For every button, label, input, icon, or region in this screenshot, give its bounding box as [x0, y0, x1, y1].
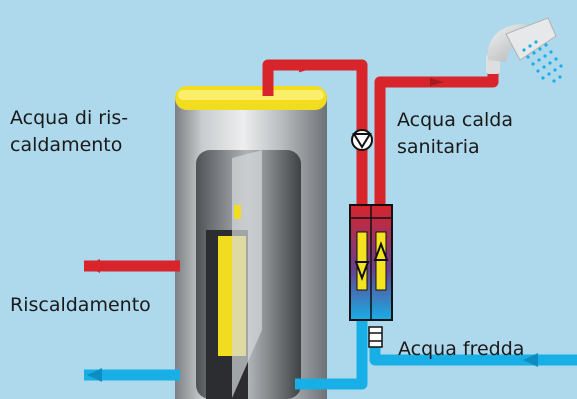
flow-arrow-icon	[299, 60, 318, 73]
storage-tank	[175, 86, 327, 399]
valve-icon	[368, 326, 383, 348]
tank-sensor	[234, 205, 241, 219]
label-cold-water: Acqua fredda	[398, 338, 525, 360]
heat-exchanger-icon	[349, 204, 393, 321]
flow-arrow-icon	[430, 78, 444, 86]
tank-lid-highlight	[178, 90, 324, 100]
label-hot-sanitary-water: Acqua calda sanitaria	[397, 109, 513, 158]
label-heating-water: Acqua di ris- caldamento	[10, 107, 129, 156]
flow-arrow-icon	[523, 353, 538, 367]
flow-arrow-icon	[86, 259, 100, 273]
label-heating: Riscaldamento	[10, 294, 151, 316]
flow-arrow-icon	[87, 368, 102, 382]
return-to-tank-pipe	[295, 318, 368, 390]
shower-icon	[486, 17, 563, 83]
pump-icon	[351, 129, 373, 151]
